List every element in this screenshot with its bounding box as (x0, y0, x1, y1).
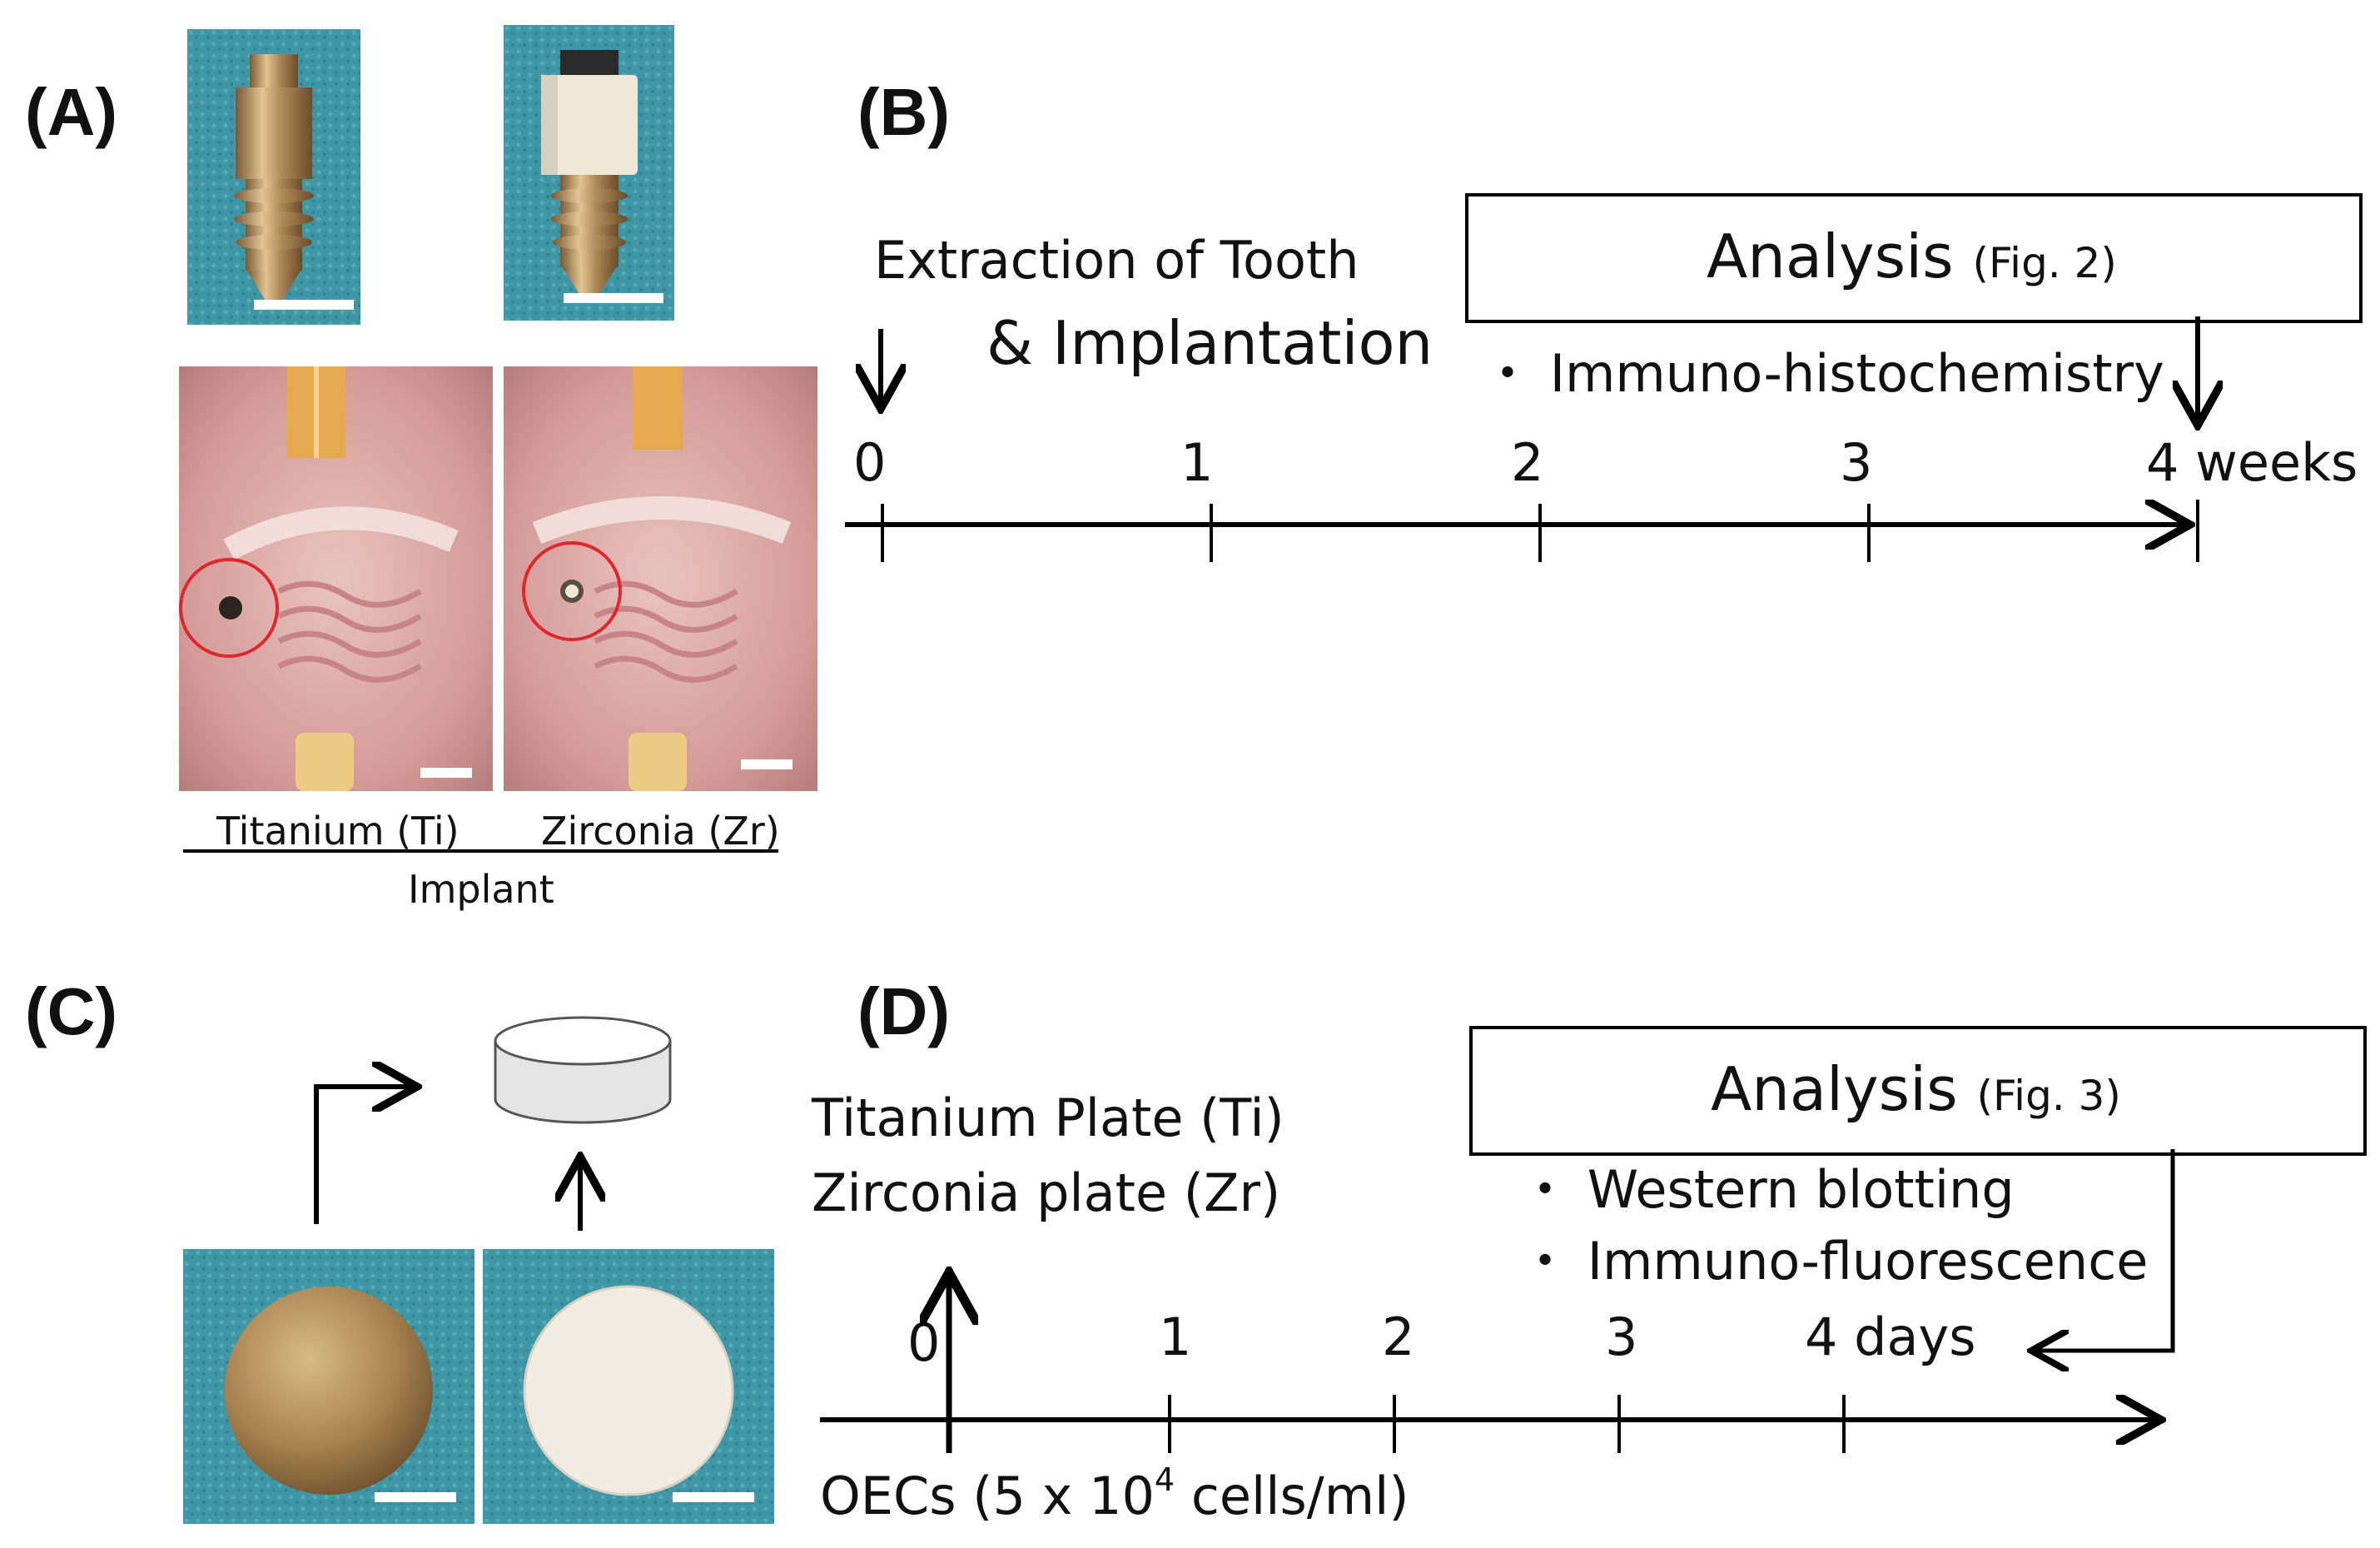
tick-label-b-3: 3 (1840, 432, 1873, 493)
titanium-implant-photo (187, 29, 360, 325)
label-titanium: Titanium (Ti) (216, 809, 460, 854)
analysis-ref-b: (Fig. 2) (1972, 239, 2117, 287)
analysis-title-b-text: Analysis (1707, 221, 1954, 291)
analysis-item-d-1: ・ Immuno-fluorescence (1519, 1231, 2149, 1292)
culture-dish-icon (494, 1016, 672, 1124)
tick-label-d-1: 1 (1159, 1307, 1192, 1367)
analysis-title-d: Analysis (Fig. 3) (1711, 1059, 2121, 1119)
analysis-box-d (1469, 1026, 2367, 1156)
analysis-title-d-text: Analysis (1711, 1054, 1958, 1124)
panel-label-d: (D) (857, 974, 951, 1048)
zirconia-implant-photo (504, 25, 674, 321)
tick-label-d-2: 2 (1382, 1307, 1415, 1367)
start-event-line2: & Implantation (986, 308, 1433, 378)
label-zirconia: Zirconia (Zr) (541, 809, 780, 854)
panel-label-c: (C) (25, 974, 118, 1048)
titanium-plate-photo (183, 1249, 475, 1524)
tick-label-b-0: 0 (853, 432, 887, 493)
analysis-box-b (1465, 193, 2363, 323)
cells-prefix: OECs (5 x 10 (820, 1466, 1155, 1526)
tick-label-d-4: 4 days (1805, 1307, 1976, 1367)
cells-suffix: cells/ml) (1175, 1466, 1409, 1526)
plates-line2: Zirconia plate (Zr) (812, 1162, 1281, 1223)
panel-label-b: (B) (857, 75, 951, 149)
titanium-oral-photo (179, 366, 493, 791)
tick-label-b-4: 4 weeks (2146, 432, 2358, 493)
tick-label-b-1: 1 (1180, 432, 1214, 493)
cells-exponent: 4 (1154, 1461, 1175, 1498)
start-event-line1: Extraction of Tooth (874, 230, 1359, 291)
zirconia-plate-photo (483, 1249, 774, 1524)
plates-line1: Titanium Plate (Ti) (812, 1088, 1284, 1148)
analysis-title-b: Analysis (Fig. 2) (1707, 226, 2117, 286)
ti-plate-arrow (314, 1087, 412, 1224)
tick-label-d-3: 3 (1605, 1307, 1638, 1367)
label-implant: Implant (408, 867, 554, 912)
panel-label-a: (A) (25, 75, 118, 149)
cells-density-label: OECs (5 x 104 cells/ml) (820, 1464, 1409, 1522)
analysis-item-d-0: ・ Western blotting (1519, 1159, 2015, 1220)
analysis-item-b-0: ・ Immuno-histochemistry (1482, 343, 2164, 404)
analysis-ref-d: (Fig. 3) (1976, 1072, 2121, 1120)
zirconia-oral-photo (504, 366, 817, 791)
implant-group-line (183, 849, 778, 853)
tick-label-d-0: 0 (907, 1312, 941, 1373)
analysis-d-arrow (2035, 1149, 2175, 1351)
tick-label-b-2: 2 (1511, 432, 1544, 493)
